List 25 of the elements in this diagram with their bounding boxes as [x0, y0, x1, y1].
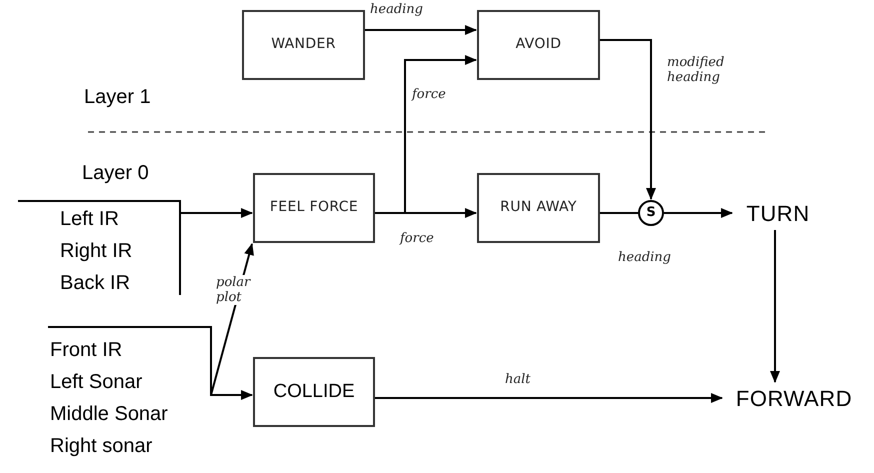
- sensor-label: Right IR: [60, 239, 134, 264]
- suppressor-node: S: [638, 200, 664, 226]
- sensor-label: Back IR: [60, 271, 132, 296]
- layer-label: Layer 1: [84, 85, 151, 110]
- layer-label: Layer 0: [82, 161, 149, 186]
- output-label: FORWARD: [728, 383, 860, 413]
- arrow: [181, 208, 253, 218]
- process-box: WANDER: [242, 10, 365, 80]
- arrow: [600, 39, 656, 200]
- output-label: TURN: [738, 198, 818, 228]
- arrow: [375, 393, 723, 403]
- process-box: COLLIDE: [253, 357, 375, 427]
- arrow: [365, 25, 477, 35]
- arrow: [375, 208, 477, 218]
- process-box: FEEL FORCE: [253, 173, 375, 243]
- sensor-label: Middle Sonar: [50, 402, 169, 427]
- process-box: AVOID: [477, 10, 600, 80]
- process-box: RUN AWAY: [477, 173, 600, 243]
- sensor-bracket: [18, 200, 181, 295]
- sensor-label: Right sonar: [50, 434, 154, 459]
- arrow: [770, 230, 780, 383]
- sensor-label: Front IR: [50, 338, 124, 363]
- sensor-label: Left IR: [60, 207, 120, 232]
- arrow: [664, 208, 733, 218]
- sensor-label: Left Sonar: [50, 370, 144, 395]
